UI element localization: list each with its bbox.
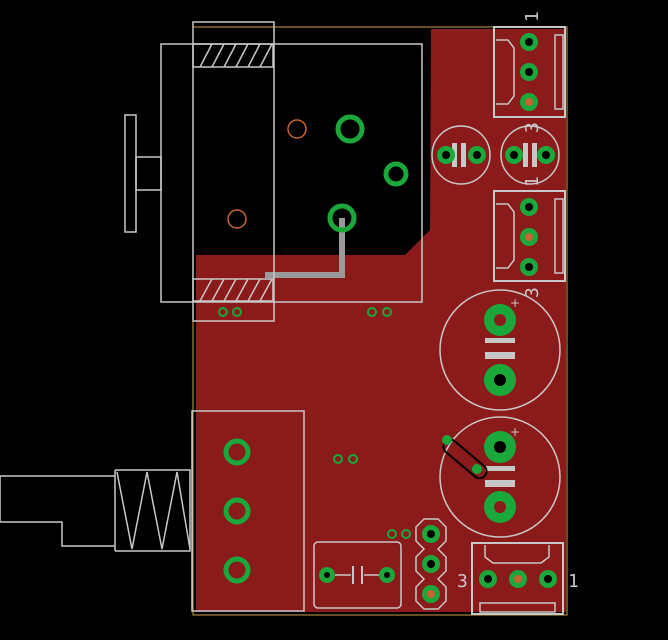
electrolytic-capacitor: + [439,416,561,538]
small-capacitor [500,125,560,185]
jack-pad [335,114,365,144]
electrolytic-capacitor: + [439,289,561,411]
jack-pad [327,203,357,233]
top-connector [493,26,566,118]
pin-label: 3 [522,122,543,133]
copper-pour-bottom-left [196,255,436,612]
mounting-hole [227,209,247,229]
pin-label: 1 [522,11,543,22]
pin-label: 3 [457,571,468,592]
voltage-regulator [415,518,447,610]
ceramic-capacitor [313,541,402,609]
svg-text:+: + [510,425,520,439]
trace [265,218,345,278]
pin-label: 1 [568,571,579,592]
pin-label: 1 [522,176,543,187]
mounting-hole [287,119,307,139]
diode [442,435,488,480]
terminal-block [0,410,305,612]
jack-pad [383,161,409,187]
via-group [218,307,411,539]
bottom-connector [471,542,564,615]
dc-jack-footprint [124,21,423,322]
pin-label: 3 [522,287,543,298]
small-capacitor [431,125,491,185]
side-connector [493,190,566,282]
svg-text:+: + [510,296,520,310]
